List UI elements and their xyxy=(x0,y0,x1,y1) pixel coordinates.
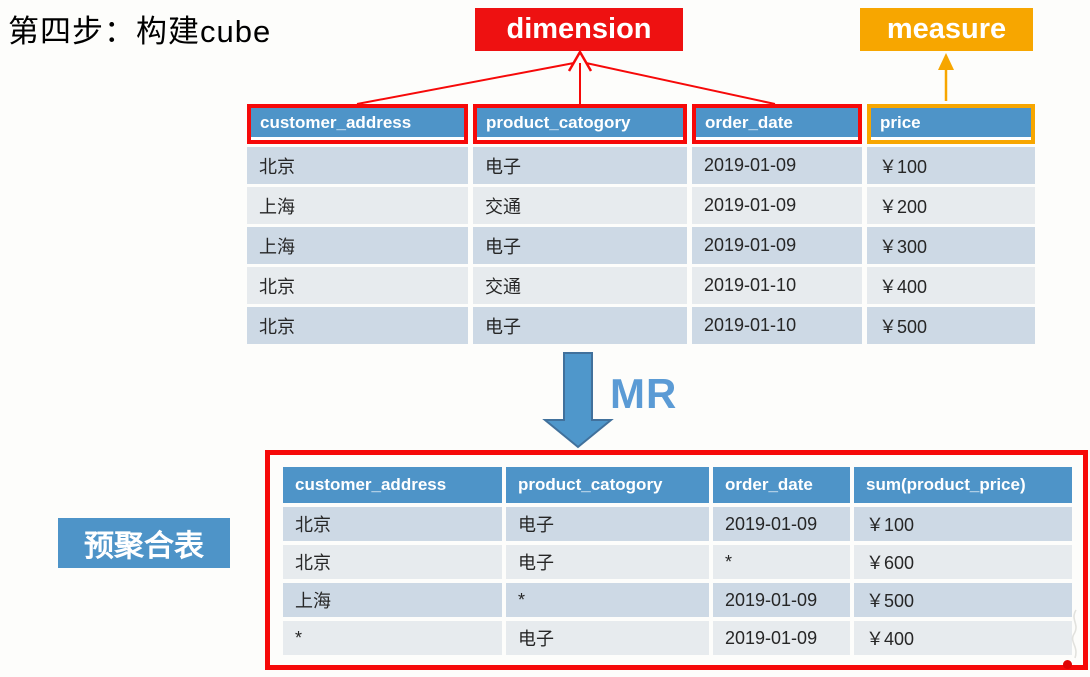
table-cell: ￥300 xyxy=(867,227,1035,264)
table-cell: 2019-01-09 xyxy=(692,147,862,184)
column-header-label: order_date xyxy=(705,112,793,132)
table-cell: ￥600 xyxy=(854,545,1072,579)
watermark-mark xyxy=(1071,609,1077,659)
table-cell: 2019-01-09 xyxy=(713,507,850,541)
table-cell: 电子 xyxy=(473,227,687,264)
table-cell: ￥100 xyxy=(867,147,1035,184)
pre-agg-badge-label: 预聚合表 xyxy=(84,530,204,563)
pre-agg-badge: 预聚合表 xyxy=(58,518,230,568)
table-cell: 电子 xyxy=(506,545,709,579)
table-cell: 电子 xyxy=(473,307,687,344)
measure-badge-label: measure xyxy=(886,13,1007,45)
table-cell: * xyxy=(713,545,850,579)
column-header-price: price xyxy=(867,104,1035,144)
table-cell: ￥400 xyxy=(854,621,1072,655)
column-header-label: product_catogory xyxy=(486,112,631,132)
column-header-label: customer_address xyxy=(295,475,447,494)
table-cell: 北京 xyxy=(247,307,468,344)
agg-table: customer_address product_catogory order_… xyxy=(283,467,1072,655)
table-cell: 交通 xyxy=(473,187,687,224)
table-cell: 电子 xyxy=(473,147,687,184)
agg-table-border xyxy=(265,450,1088,670)
page-title: 第四步：构建cube xyxy=(8,14,272,49)
column-header-customer-address: customer_address xyxy=(283,467,502,503)
table-cell: 2019-01-09 xyxy=(713,621,850,655)
table-cell: 上海 xyxy=(283,583,502,617)
source-table: customer_address product_catogory order_… xyxy=(247,104,1035,344)
column-header-product-catogory: product_catogory xyxy=(473,104,687,144)
table-cell: 2019-01-09 xyxy=(692,187,862,224)
table-cell: * xyxy=(506,583,709,617)
dimension-badge: dimension xyxy=(475,8,683,51)
table-cell: 2019-01-10 xyxy=(692,267,862,304)
mr-label: MR xyxy=(610,370,678,417)
column-header-label: sum(product_price) xyxy=(866,475,1026,494)
table-cell: 交通 xyxy=(473,267,687,304)
table-cell: ￥100 xyxy=(854,507,1072,541)
table-cell: ￥500 xyxy=(854,583,1072,617)
column-header-label: order_date xyxy=(725,475,813,494)
table-cell: ￥200 xyxy=(867,187,1035,224)
mr-arrow-icon xyxy=(542,352,614,449)
column-header-product-catogory: product_catogory xyxy=(506,467,709,503)
table-cell: 电子 xyxy=(506,507,709,541)
table-cell: 北京 xyxy=(283,507,502,541)
column-header-label: customer_address xyxy=(260,112,412,132)
table-cell: 北京 xyxy=(247,267,468,304)
measure-badge: measure xyxy=(860,8,1033,51)
table-cell: 2019-01-09 xyxy=(692,227,862,264)
column-header-order-date: order_date xyxy=(692,104,862,144)
red-dot xyxy=(1063,660,1072,669)
dimension-arrowhead-icon xyxy=(567,49,593,72)
table-cell: 2019-01-10 xyxy=(692,307,862,344)
table-cell: ￥400 xyxy=(867,267,1035,304)
table-cell: ￥500 xyxy=(867,307,1035,344)
table-cell: 上海 xyxy=(247,227,468,264)
table-cell: 北京 xyxy=(247,147,468,184)
column-header-customer-address: customer_address xyxy=(247,104,468,144)
table-cell: 电子 xyxy=(506,621,709,655)
measure-arrowhead-icon xyxy=(938,53,954,70)
table-cell: 北京 xyxy=(283,545,502,579)
table-cell: * xyxy=(283,621,502,655)
column-header-label: product_catogory xyxy=(518,475,663,494)
column-header-sum-product-price: sum(product_price) xyxy=(854,467,1072,503)
table-cell: 2019-01-09 xyxy=(713,583,850,617)
column-header-label: price xyxy=(880,112,921,132)
table-cell: 上海 xyxy=(247,187,468,224)
dimension-badge-label: dimension xyxy=(506,13,652,45)
column-header-order-date: order_date xyxy=(713,467,850,503)
